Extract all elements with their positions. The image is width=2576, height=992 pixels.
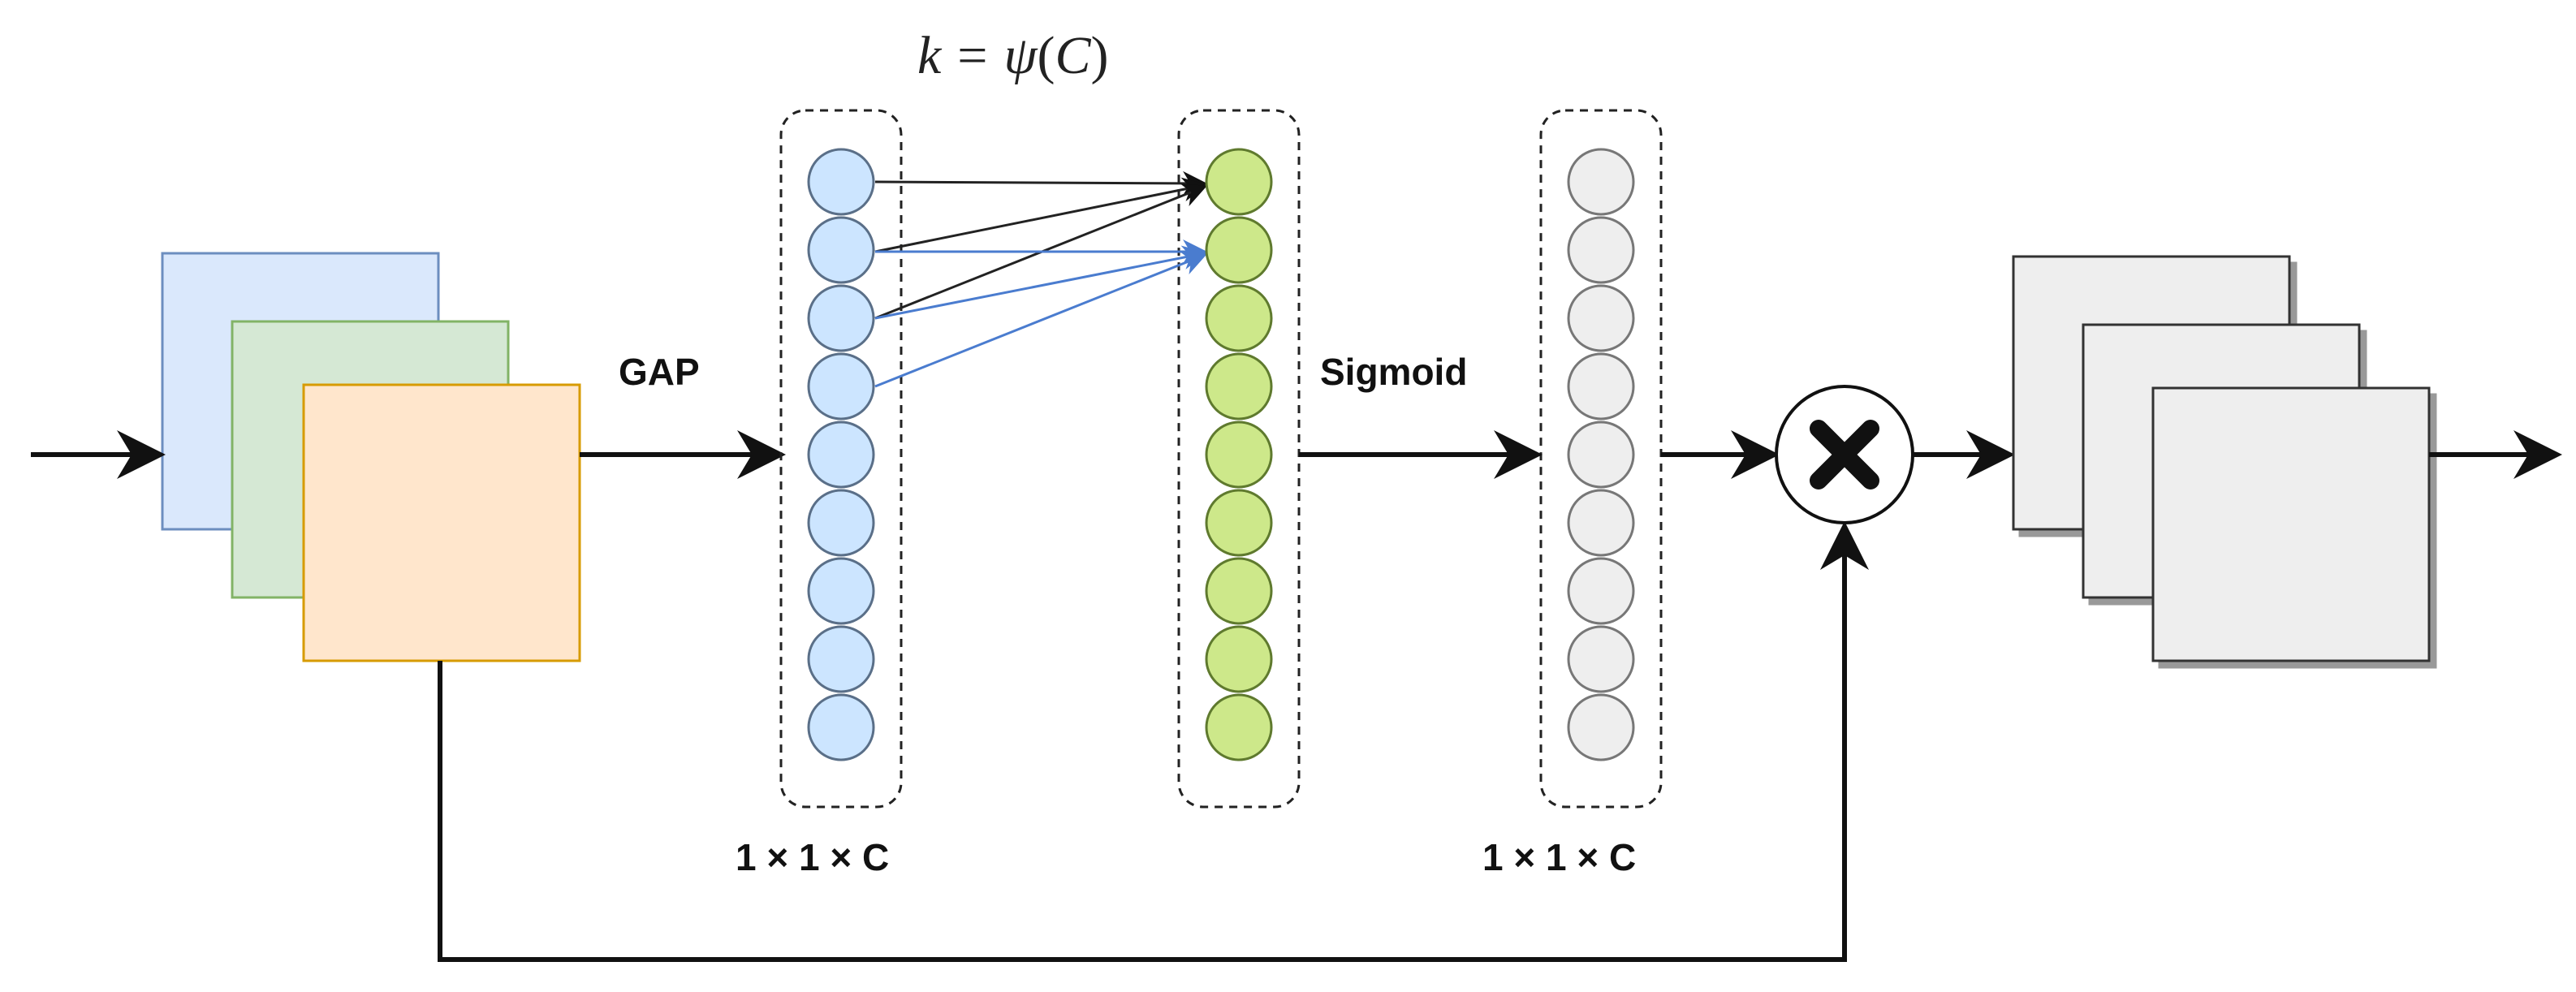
sigmoid-weights-node-2 [1567,216,1635,284]
skip-connection [438,521,1869,962]
pooled-features-node-1 [807,148,875,216]
sigmoid-weights-node-6 [1567,489,1635,557]
sigmoid-weights-node-7 [1567,557,1635,625]
kernel-size-formula: k=ψ(C) [917,26,1109,85]
pooled-features-node-9 [807,693,875,761]
sigmoid-weight-nodes [1567,148,1635,761]
conv1d-output-node-4 [1205,352,1273,421]
dim-label-right: 1 × 1 × C [1482,836,1636,878]
sigmoid-weights-node-9 [1567,693,1635,761]
pooled-features-node-6 [807,489,875,557]
multiply-x-icon [1810,420,1879,490]
conn-1-to-1 [874,170,1207,196]
dim-label-left: 1 × 1 × C [736,836,889,878]
sigmoid-weights-node-8 [1567,625,1635,693]
sigmoid-weights-node-1 [1567,148,1635,216]
pooled-features-node-7 [807,557,875,625]
conv-connections [874,170,1207,388]
column-frame-conv [1177,109,1301,809]
input-feature-maps [161,252,581,662]
pooled-features-node-3 [807,284,875,352]
conn-4-to-2 [874,252,1207,388]
pooled-features-node-5 [807,421,875,489]
sigmoid-weights-node-5 [1567,421,1635,489]
pooled-features-node-8 [807,625,875,693]
conv1d-output-node-9 [1205,693,1273,761]
pooled-feature-nodes [807,148,875,761]
pooled-features-node-2 [807,216,875,284]
conv-output-nodes [1205,148,1273,761]
sigmoid-label: Sigmoid [1320,351,1467,393]
conn-3-to-2 [874,245,1207,320]
output-map-3 [2151,386,2431,662]
multiply-node [1775,385,1914,524]
sigmoid-weights-node-3 [1567,284,1635,352]
gap-label: GAP [619,351,700,393]
conv1d-output-node-2 [1205,216,1273,284]
column-frame-pooled [779,109,903,809]
pooled-features-node-4 [807,352,875,421]
conv1d-output-node-8 [1205,625,1273,693]
conv1d-output-node-6 [1205,489,1273,557]
conn-2-to-1 [874,177,1207,253]
output-feature-maps [2012,255,2431,662]
sigmoid-weights-node-4 [1567,352,1635,421]
input-map-orange [302,383,581,662]
conv1d-output-node-5 [1205,421,1273,489]
conv1d-output-node-1 [1205,148,1273,216]
conv1d-output-node-3 [1205,284,1273,352]
conv1d-output-node-7 [1205,557,1273,625]
